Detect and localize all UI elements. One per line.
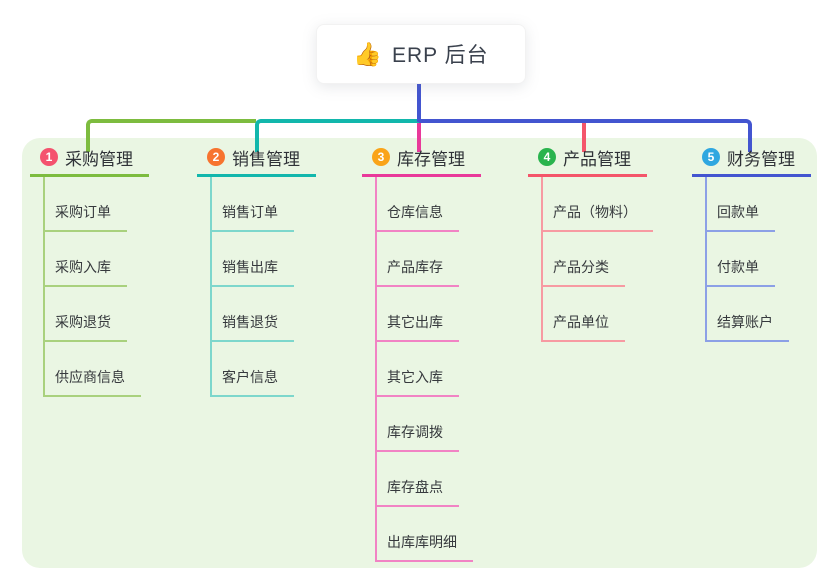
branch-label: 销售管理 (232, 149, 300, 169)
child-node[interactable]: 仓库信息 (375, 177, 459, 232)
branch-label: 采购管理 (65, 149, 133, 169)
branch-node-finance[interactable]: 5 财务管理 (692, 146, 811, 177)
root-node[interactable]: 👍 ERP 后台 (316, 24, 526, 84)
branch-number-badge: 1 (40, 148, 58, 166)
child-node[interactable]: 销售出库 (210, 232, 294, 287)
branch-children: 销售订单 销售出库 销售退货 客户信息 (210, 177, 294, 397)
branch-product: 4 产品管理 产品（物料） 产品分类 产品单位 (528, 146, 653, 342)
child-label: 库存盘点 (387, 479, 443, 495)
child-label: 采购入库 (55, 259, 111, 275)
branch-sales: 2 销售管理 销售订单 销售出库 销售退货 客户信息 (197, 146, 316, 397)
child-node[interactable]: 采购退货 (43, 287, 127, 342)
branch-number-badge: 3 (372, 148, 390, 166)
connector-purchase-line (86, 119, 256, 152)
child-node[interactable]: 付款单 (705, 232, 775, 287)
child-node[interactable]: 回款单 (705, 177, 775, 232)
child-label: 库存调拨 (387, 424, 443, 440)
connector-root-line (417, 82, 421, 122)
child-node[interactable]: 其它出库 (375, 287, 459, 342)
branch-children: 仓库信息 产品库存 其它出库 其它入库 库存调拨 库存盘点 出库库明细 (375, 177, 473, 562)
branch-inventory: 3 库存管理 仓库信息 产品库存 其它出库 其它入库 库存调拨 库存盘点 出库库… (362, 146, 481, 562)
child-label: 供应商信息 (55, 369, 125, 385)
child-node[interactable]: 库存盘点 (375, 452, 459, 507)
thumbs-up-icon: 👍 (353, 40, 382, 67)
child-node[interactable]: 销售退货 (210, 287, 294, 342)
child-node[interactable]: 产品库存 (375, 232, 459, 287)
child-node[interactable]: 销售订单 (210, 177, 294, 232)
child-label: 付款单 (717, 259, 759, 275)
branch-children: 采购订单 采购入库 采购退货 供应商信息 (43, 177, 141, 397)
connector-product-line (582, 121, 586, 152)
child-node[interactable]: 客户信息 (210, 342, 294, 397)
child-node[interactable]: 出库库明细 (375, 507, 473, 562)
branch-node-inventory[interactable]: 3 库存管理 (362, 146, 481, 177)
branch-label: 财务管理 (727, 149, 795, 169)
branch-number-badge: 4 (538, 148, 556, 166)
canvas-panel (22, 138, 817, 568)
branch-children: 回款单 付款单 结算账户 (705, 177, 789, 342)
branch-number-badge: 2 (207, 148, 225, 166)
branch-children: 产品（物料） 产品分类 产品单位 (541, 177, 653, 342)
branch-node-product[interactable]: 4 产品管理 (528, 146, 647, 177)
child-label: 销售退货 (222, 314, 278, 330)
child-label: 销售出库 (222, 259, 278, 275)
child-node[interactable]: 供应商信息 (43, 342, 141, 397)
branch-purchase: 1 采购管理 采购订单 采购入库 采购退货 供应商信息 (30, 146, 149, 397)
child-node[interactable]: 采购入库 (43, 232, 127, 287)
child-label: 仓库信息 (387, 204, 443, 220)
child-label: 产品分类 (553, 259, 609, 275)
child-label: 结算账户 (717, 314, 773, 330)
connector-inventory-line (417, 121, 421, 152)
connector-sales-line (255, 119, 419, 152)
child-label: 出库库明细 (387, 534, 457, 550)
child-label: 销售订单 (222, 204, 278, 220)
child-node[interactable]: 其它入库 (375, 342, 459, 397)
branch-node-sales[interactable]: 2 销售管理 (197, 146, 316, 177)
child-label: 产品库存 (387, 259, 443, 275)
branch-finance: 5 财务管理 回款单 付款单 结算账户 (692, 146, 811, 342)
root-label: ERP 后台 (392, 44, 489, 67)
branch-node-purchase[interactable]: 1 采购管理 (30, 146, 149, 177)
branch-number-badge: 5 (702, 148, 720, 166)
child-node[interactable]: 结算账户 (705, 287, 789, 342)
child-node[interactable]: 采购订单 (43, 177, 127, 232)
child-label: 产品（物料） (553, 204, 637, 220)
child-label: 采购退货 (55, 314, 111, 330)
child-node[interactable]: 库存调拨 (375, 397, 459, 452)
child-label: 采购订单 (55, 204, 111, 220)
child-node[interactable]: 产品（物料） (541, 177, 653, 232)
child-label: 回款单 (717, 204, 759, 220)
branch-label: 产品管理 (563, 149, 631, 169)
connector-finance-line (419, 119, 752, 152)
child-label: 其它入库 (387, 369, 443, 385)
branch-label: 库存管理 (397, 149, 465, 169)
child-node[interactable]: 产品单位 (541, 287, 625, 342)
child-label: 产品单位 (553, 314, 609, 330)
child-label: 其它出库 (387, 314, 443, 330)
child-label: 客户信息 (222, 369, 278, 385)
child-node[interactable]: 产品分类 (541, 232, 625, 287)
